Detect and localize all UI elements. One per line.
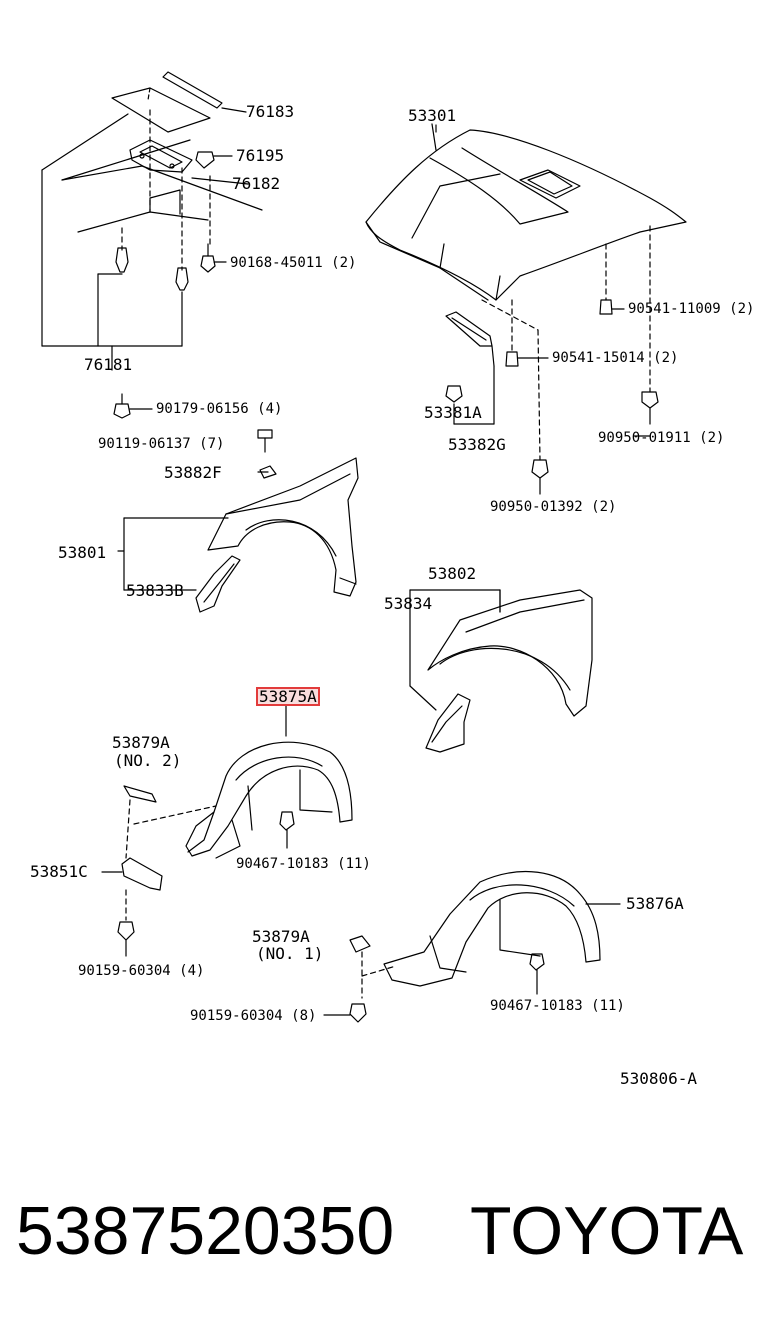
label-53879a-no1: 53879A <box>252 927 310 946</box>
label-53875a-highlighted[interactable]: 53875A <box>256 687 320 706</box>
label-53381a: 53381A <box>424 403 482 422</box>
label-53301: 53301 <box>408 106 457 125</box>
leader-lines <box>111 124 651 613</box>
label-90467-10183-b: 90467-10183 (11) <box>490 998 625 1014</box>
label-53833b: 53833B <box>126 581 184 600</box>
label-90541-11009: 90541-11009 (2) <box>628 301 755 317</box>
label-53382g: 53382G <box>448 435 506 454</box>
label-53851c: 53851C <box>30 862 88 881</box>
label-76182: 76182 <box>232 174 281 193</box>
label-90467-10183-a: 90467-10183 (11) <box>236 856 371 872</box>
cowl-assembly-drawing <box>41 71 277 479</box>
hood-drawing <box>365 123 687 495</box>
label-53876a: 53876A <box>626 894 684 913</box>
label-no2: (NO. 2) <box>114 751 182 770</box>
label-90119-06137: 90119-06137 (7) <box>98 436 225 452</box>
fender-liner-53875a-drawing <box>101 705 353 957</box>
diagram-reference-code: 530806-A <box>620 1069 698 1088</box>
label-90541-15014: 90541-15014 (2) <box>552 350 679 366</box>
label-76181: 76181 <box>84 355 133 374</box>
label-53801: 53801 <box>58 543 107 562</box>
label-53882f: 53882F <box>164 463 222 482</box>
label-no1: (NO. 1) <box>256 944 324 963</box>
label-90179-06156: 90179-06156 (4) <box>156 401 283 417</box>
fender-liner-53876a-drawing <box>323 870 621 1023</box>
fender-left-drawing <box>117 457 359 613</box>
label-76195: 76195 <box>236 146 285 165</box>
label-90159-60304-a: 90159-60304 (4) <box>78 963 205 979</box>
label-90950-01911: 90950-01911 (2) <box>598 430 725 446</box>
label-53834: 53834 <box>384 594 433 613</box>
label-53879a-no2: 53879A <box>112 733 170 752</box>
label-53802: 53802 <box>428 564 477 583</box>
label-76183: 76183 <box>246 102 295 121</box>
label-90168-45011: 90168-45011 (2) <box>230 255 357 271</box>
footer-part-number: 5387520350 <box>16 1193 395 1269</box>
footer-brand: TOYOTA <box>470 1193 744 1269</box>
label-90159-60304-b: 90159-60304 (8) <box>190 1008 317 1024</box>
label-90950-01392: 90950-01392 (2) <box>490 499 617 515</box>
fender-right-drawing <box>409 589 593 753</box>
